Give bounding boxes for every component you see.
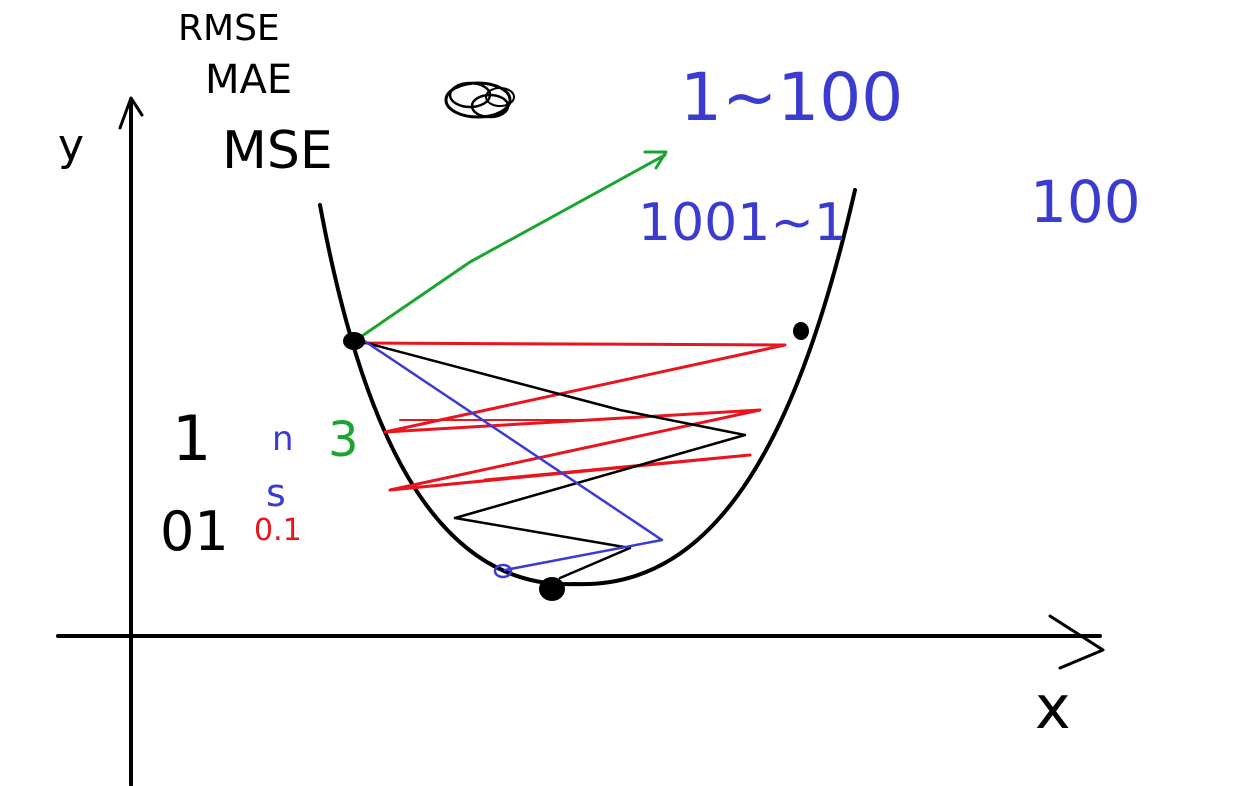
note-rmse: RMSE — [178, 8, 280, 49]
green-arrowhead — [643, 150, 668, 170]
note-red-zero-one: 0.1 — [254, 513, 302, 548]
note-n: n — [272, 419, 294, 459]
y-axis-label: y — [58, 120, 84, 171]
axes: y x — [56, 96, 1105, 786]
note-zero-one: 01 — [160, 500, 229, 563]
note-s: s — [266, 471, 286, 515]
right-point-dot — [793, 322, 809, 340]
blue-step-path — [358, 336, 664, 572]
note-range-1-100: 1~100 — [680, 59, 903, 136]
minimum-point-dot — [539, 577, 565, 601]
note-three: 3 — [328, 412, 359, 468]
y-axis-arrowhead — [118, 96, 144, 130]
x-axis-label: x — [1035, 673, 1071, 743]
black-descent-path — [353, 338, 747, 580]
note-100: 100 — [1030, 168, 1141, 236]
loss-curve — [318, 188, 857, 587]
green-gradient-arrow — [360, 153, 667, 338]
note-one: 1 — [172, 402, 211, 475]
x-axis-arrowhead — [1048, 614, 1105, 670]
note-mae: MAE — [205, 57, 292, 103]
red-oscillation-path — [353, 341, 787, 492]
start-point-dot — [343, 332, 365, 350]
scribble-mark — [444, 81, 515, 119]
note-mse: MSE — [222, 121, 333, 181]
blue-endpoint — [493, 563, 513, 579]
note-range-1001-1: 1001~1 — [638, 193, 847, 253]
